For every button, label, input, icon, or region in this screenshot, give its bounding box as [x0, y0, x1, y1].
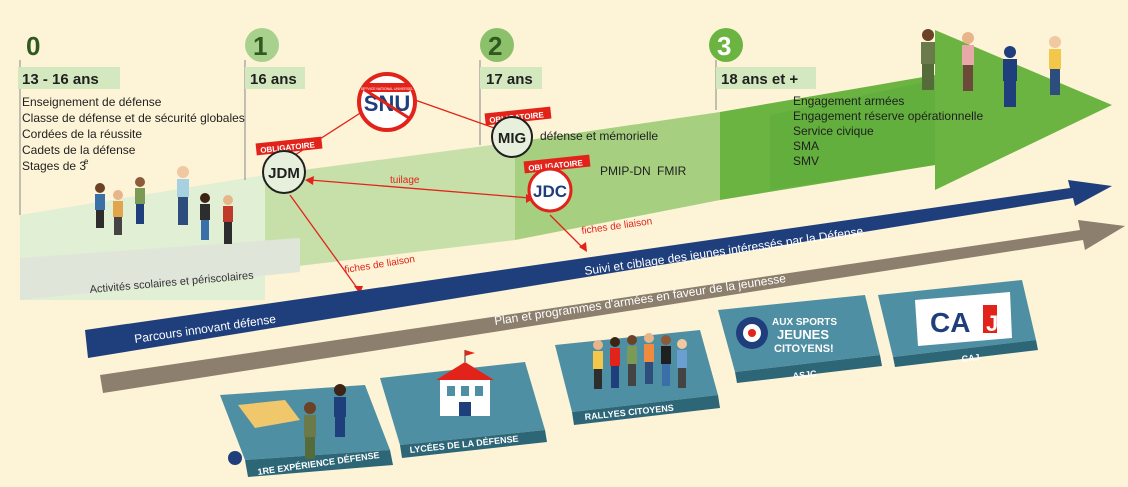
stage-3-item: Service civique — [793, 124, 874, 138]
arrowhead-left — [305, 176, 314, 185]
suivi-band — [85, 180, 1112, 358]
progress-segment-1 — [265, 142, 515, 270]
asjc-logo-line1: AUX SPORTS — [772, 317, 837, 328]
tile-1re-experience: 1RE EXPÉRIENCE DÉFENSE — [220, 384, 393, 477]
arrowhead-down-2 — [579, 242, 587, 252]
stage-0-item: Stages de 3 — [22, 159, 86, 173]
jdm-label: JDM — [268, 165, 300, 182]
activities-band — [20, 238, 300, 300]
stage-0-superscript: e — [84, 157, 89, 166]
tile-rallyes: RALLYES CITOYENS — [555, 330, 720, 425]
stage-0-list: Enseignement de défense Classe de défens… — [22, 95, 245, 173]
stage-0: 0 13 - 16 ans — [18, 28, 120, 89]
progress-segment-3-shade — [770, 80, 935, 190]
tile-asjc: AUX SPORTS JEUNES CITOYENS! ASJC — [718, 295, 882, 383]
caj-logo-main: CA — [930, 307, 970, 338]
fmir-label: FMIR — [657, 164, 687, 178]
stage-3-number: 3 — [717, 31, 731, 61]
students-illustration — [95, 166, 233, 244]
tile-5-label: CAJ — [961, 352, 980, 364]
stage-1-number: 1 — [253, 31, 267, 61]
stage-1-age: 16 ans — [250, 71, 297, 88]
asjc-logo-line2: JEUNES — [777, 327, 829, 342]
stage-2: 2 17 ans — [480, 28, 542, 89]
rallyes-people — [593, 333, 687, 389]
pmip-label: PMIP-DN — [600, 164, 651, 178]
mig-label: MIG — [498, 130, 526, 147]
jdc-label: JDC — [533, 182, 567, 201]
stage-0-item: Enseignement de défense — [22, 95, 162, 109]
mig-description: défense et mémorielle — [540, 129, 658, 143]
jdm-badge: OBLIGATOIRE JDM — [255, 136, 323, 194]
stage-3-item: SMV — [793, 154, 819, 168]
stage-0-item: Cadets de la défense — [22, 143, 136, 157]
stage-0-item: Classe de défense et de sécurité globale… — [22, 111, 245, 125]
stage-2-age: 17 ans — [486, 71, 533, 88]
snu-badge: SERVICE NATIONAL UNIVERSEL SNU — [357, 72, 417, 132]
stage-3-item: Engagement réserve opérationnelle — [793, 109, 983, 123]
stage-2-number: 2 — [488, 31, 502, 61]
stage-3-item: SMA — [793, 139, 819, 153]
progress-segment-2 — [515, 112, 720, 240]
stage-3: 3 18 ans et + — [709, 28, 816, 89]
snu-small-label: SERVICE NATIONAL UNIVERSEL — [361, 87, 414, 91]
stage-3-age: 18 ans et + — [721, 71, 798, 88]
stage-0-item: Cordées de la réussite — [22, 127, 142, 141]
mig-badge: OBLIGATOIRE MIG — [484, 106, 552, 158]
tile-4-label: ASJC — [792, 368, 817, 381]
tuilage-label: tuilage — [390, 175, 420, 186]
adults-illustration — [921, 29, 1061, 107]
tile-caj: CA J CAJ — [878, 280, 1038, 367]
plan-band — [100, 220, 1125, 393]
stage-1: 1 16 ans — [245, 28, 305, 89]
stage-3-item: Engagement armées — [793, 94, 904, 108]
stage-3-list: Engagement armées Engagement réserve opé… — [793, 94, 983, 168]
stage-0-age: 13 - 16 ans — [22, 71, 99, 88]
caj-logo-j: J — [986, 311, 998, 336]
asjc-logo-line3: CITOYENS! — [774, 343, 834, 355]
stage-0-number: 0 — [26, 31, 40, 61]
tile-lycees: LYCÉES DE LA DÉFENSE — [380, 350, 547, 458]
